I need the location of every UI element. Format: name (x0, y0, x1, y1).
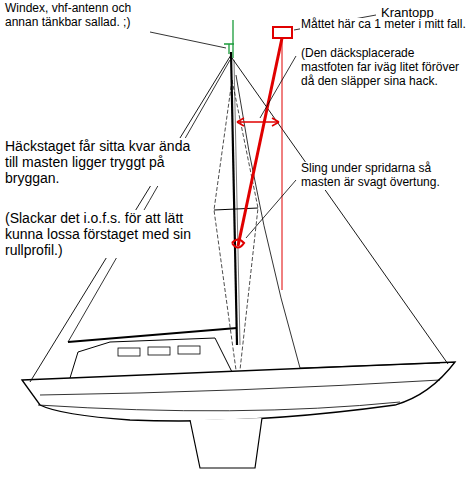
sling (232, 240, 244, 248)
leader-line (246, 180, 296, 238)
mast (231, 52, 237, 345)
leader-line (150, 32, 226, 48)
shroud (214, 80, 236, 370)
note-text: (Slackar det i.o.f.s. för att lätt kunna… (4, 210, 206, 258)
window (148, 347, 170, 355)
crane-top (273, 27, 292, 38)
dimension-arrowheads (237, 118, 279, 126)
windex (224, 44, 234, 54)
waterline (38, 402, 400, 411)
sheer-line (40, 380, 440, 395)
dimension-note: Måttet här ca 1 meter i mitt fall. (300, 18, 470, 32)
vhf-antenna (232, 20, 233, 58)
jib-leech (236, 75, 440, 368)
window (118, 348, 140, 356)
mainsail-leech (68, 60, 230, 342)
hull (22, 362, 455, 421)
forestay (232, 58, 448, 364)
cabin (70, 338, 232, 378)
window (178, 346, 200, 354)
shroud (232, 80, 258, 370)
crane-line (238, 38, 282, 246)
dimension-note: (Den däcksplacerade mastfoten far iväg l… (300, 47, 470, 88)
callout-note: Windex, vhf-antenn och annan tänkbar sal… (4, 2, 154, 30)
spreader (214, 208, 258, 210)
keel (190, 418, 262, 468)
plumb-line (282, 38, 283, 290)
callout-note: Sling under spridarna så masten är svagt… (300, 162, 470, 190)
boom (68, 328, 237, 342)
note-text: Häckstaget får sitta kvar ända till mast… (4, 138, 206, 186)
mast-track (234, 60, 240, 345)
dimension-line (237, 121, 279, 123)
leader-line (260, 56, 296, 118)
